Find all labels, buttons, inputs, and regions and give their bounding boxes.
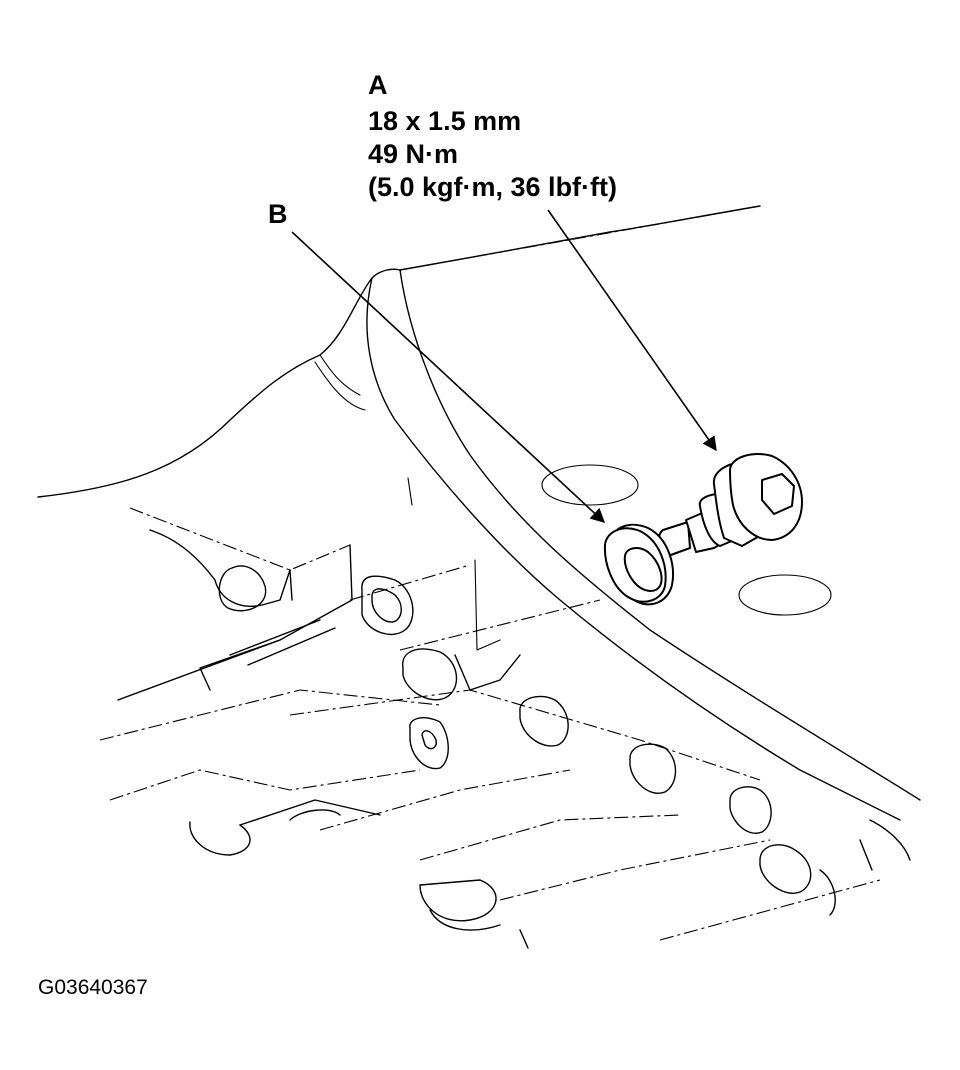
callout-a: A 18 x 1.5 mm 49 N·m (5.0 kgf·m, 36 lbf·… <box>368 70 717 452</box>
figure-id: G03640367 <box>38 976 148 999</box>
callout-b-letter: B <box>268 199 288 229</box>
callout-a-size: 18 x 1.5 mm <box>368 106 521 136</box>
callout-a-torque-alt: (5.0 kgf·m, 36 lbf·ft) <box>368 172 617 202</box>
washer-icon <box>603 523 674 606</box>
callout-b: B <box>268 199 606 523</box>
callout-a-letter: A <box>368 70 388 100</box>
leader-arrow-a <box>547 209 717 452</box>
callout-a-torque: 49 N·m <box>368 139 458 169</box>
valve-body <box>99 507 911 949</box>
leader-arrow-b <box>291 231 606 523</box>
transmission-housing <box>37 205 921 821</box>
bolt-icon <box>657 452 803 557</box>
